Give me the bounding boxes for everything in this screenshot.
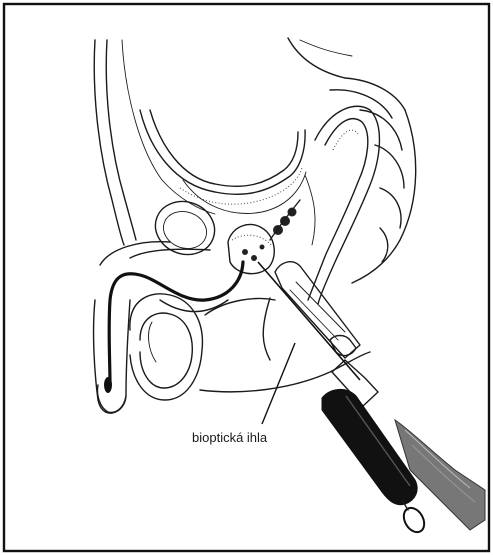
ultrasound-probe [275,262,378,406]
abdominal-wall [94,40,215,245]
perineum [200,298,370,392]
pubic-bone [148,193,222,262]
scrotum [130,294,203,400]
biopsy-needle [258,262,360,380]
bladder [140,110,306,213]
biopsy-needle-label: bioptická ihla [192,430,268,445]
prostate [228,224,274,273]
penis [94,242,210,413]
sacrum [288,38,416,283]
seminal-vesicles [270,200,300,240]
